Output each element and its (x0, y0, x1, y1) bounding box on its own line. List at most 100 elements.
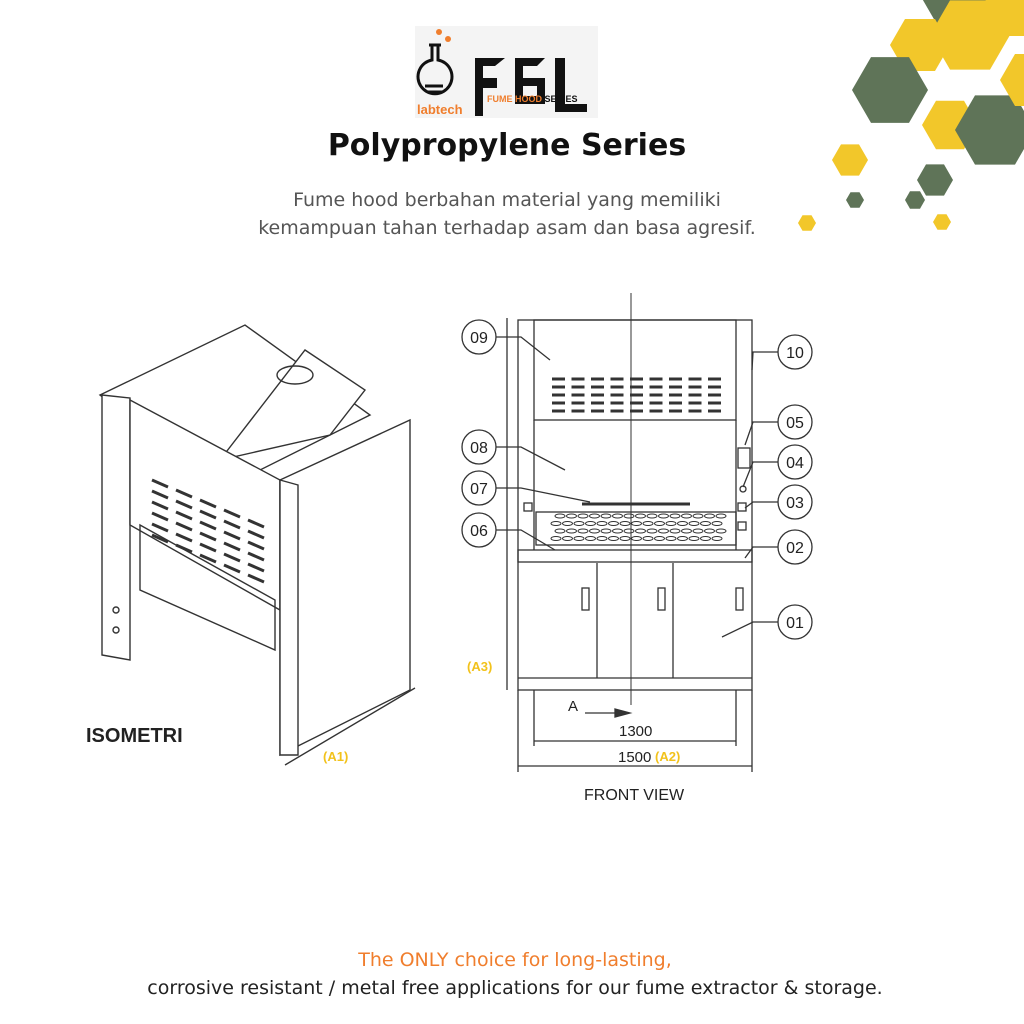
baffle-slot (623, 528, 635, 534)
isometric-label: ISOMETRI (86, 725, 183, 747)
baffle-slot (585, 521, 596, 526)
baffle-slot (619, 536, 631, 541)
callout-circle (777, 444, 813, 480)
vent-slot (199, 498, 217, 509)
vent-slot (247, 540, 265, 551)
baffle-slot (577, 513, 589, 519)
leader-line (744, 546, 778, 559)
baffle-slot (631, 536, 642, 541)
vent-slot (199, 542, 217, 553)
vent-slot (151, 533, 169, 544)
dimension-1500: 1500 (618, 749, 651, 766)
baffle-slot (612, 528, 623, 534)
vent-slot (175, 543, 193, 554)
callout-number: 02 (786, 540, 804, 557)
leader-line (744, 501, 778, 509)
baffle-slot (573, 521, 585, 526)
vent-slot (199, 553, 217, 564)
vent-slot (175, 488, 193, 499)
vent-slot (223, 530, 241, 541)
baffle-slot (688, 536, 700, 541)
vent-slot (223, 552, 241, 563)
vent-slot (151, 511, 169, 522)
hexagon (917, 164, 953, 196)
vent-slot (175, 499, 193, 510)
baffle-slot (631, 521, 642, 526)
svg-text:labtech: labtech (417, 102, 463, 117)
baffle-slot (554, 513, 566, 519)
vent-slot (151, 489, 169, 500)
callout-circle (461, 470, 497, 506)
callout-circle (777, 334, 813, 370)
hexagon (955, 95, 1024, 165)
callout-05: 05 (744, 404, 813, 446)
callout-circle (461, 512, 497, 548)
hexagon (1000, 54, 1024, 106)
vent-slot (199, 509, 217, 520)
vent-slot (247, 518, 265, 529)
callout-number: 07 (470, 481, 488, 498)
baffle-slot (669, 513, 681, 519)
baffle-slot (700, 521, 711, 526)
hexagon (852, 57, 928, 123)
description-line-1: Fume hood berbahan material yang memilik… (293, 189, 721, 211)
baffle-slot (642, 521, 654, 526)
callout-circle (777, 404, 813, 440)
callout-03: 03 (744, 484, 813, 520)
baffle-slot (669, 528, 681, 534)
baffle-slot (550, 521, 562, 526)
vent-slot (223, 541, 241, 552)
section-marker: A (568, 698, 578, 715)
callout-number: 06 (470, 523, 488, 540)
baffle-slot (585, 536, 596, 541)
hexagon (933, 214, 951, 230)
leader-line (496, 336, 551, 361)
dimension-tag-a3: (A3) (467, 659, 492, 674)
hexagon (832, 144, 868, 176)
callout-circle (461, 429, 497, 465)
hexagon (905, 191, 925, 209)
baffle-slot (715, 513, 727, 519)
baffle-slot (665, 536, 677, 541)
baffle-slot (642, 536, 654, 541)
vent-slot (223, 563, 241, 574)
vent-slot (247, 551, 265, 562)
baffle-slot (665, 521, 677, 526)
callout-number: 01 (786, 615, 804, 632)
baffle-slot (589, 513, 600, 519)
vent-slot (199, 531, 217, 542)
baffle-slot (566, 528, 577, 534)
callout-07: 07 (461, 470, 591, 506)
baffle-slot (681, 513, 692, 519)
baffle-slot (589, 528, 600, 534)
leader-line (721, 621, 778, 638)
baffle-slot (554, 528, 566, 534)
baffle-slot (619, 521, 631, 526)
leader-line (751, 351, 778, 371)
baffle-slot (704, 528, 715, 534)
dimension-tag-a1: (A1) (323, 749, 348, 764)
baffle-slot (654, 521, 665, 526)
dimension-tag-a2: (A2) (655, 749, 680, 764)
vent-slot (151, 500, 169, 511)
hexagon (980, 0, 1024, 36)
hexagon (798, 215, 816, 231)
baffle-slot (654, 536, 665, 541)
callout-08: 08 (461, 429, 566, 471)
callout-10: 10 (751, 334, 813, 371)
baffle-slot (562, 521, 573, 526)
baffle-slot (658, 513, 669, 519)
baffle-slot (692, 513, 704, 519)
callout-number: 10 (786, 345, 804, 362)
callout-number: 05 (786, 415, 804, 432)
baffle-slot (562, 536, 573, 541)
leader-line (742, 461, 778, 488)
logo-series-text: FUME HOOD SERIES (487, 94, 578, 104)
isometric-drawing: ISOMETRI (A1) (86, 324, 416, 766)
hexagon-decoration (798, 0, 1024, 231)
vent-slot (175, 532, 193, 543)
baffle-slot (681, 528, 692, 534)
leader-line (496, 487, 591, 503)
callout-circle (777, 484, 813, 520)
baffle-slot (711, 521, 723, 526)
